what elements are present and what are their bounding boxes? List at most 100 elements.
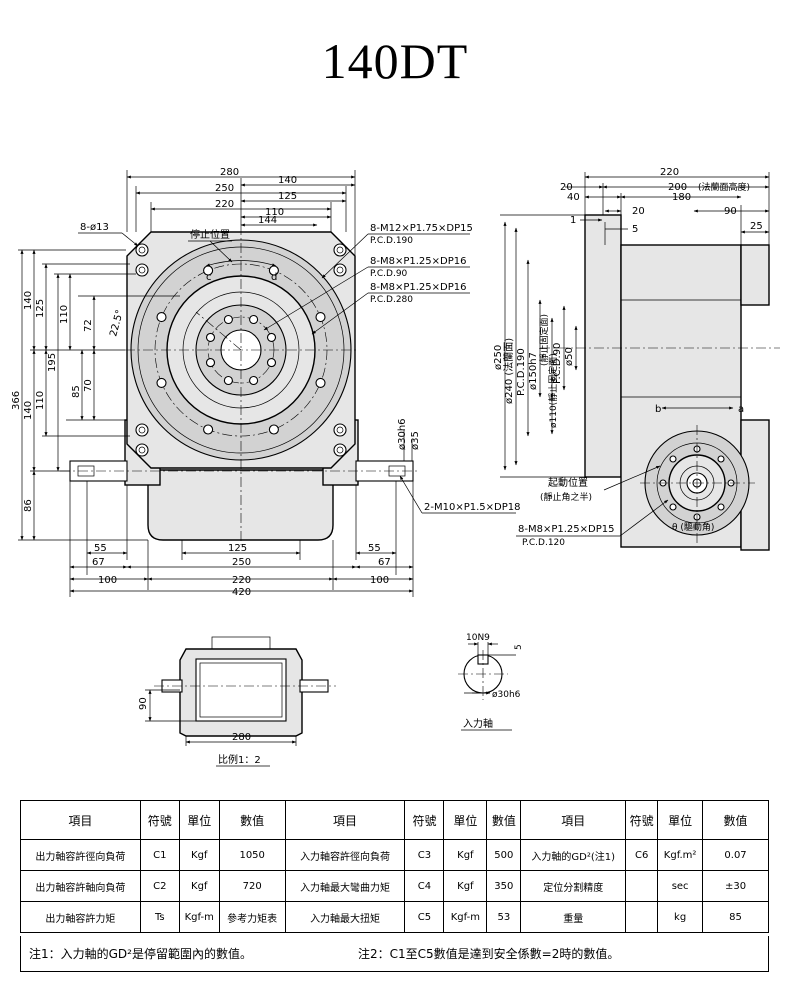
callout-2: 8-M8×P1.25×DP16 bbox=[370, 256, 466, 267]
drive-angle-label: θ (驅動角) bbox=[672, 521, 714, 533]
dim-left-125: 125 bbox=[35, 299, 46, 318]
dim-bottom-125: 125 bbox=[228, 543, 247, 554]
header-cell: 數值 bbox=[218, 800, 286, 840]
header-cell: 符號 bbox=[404, 800, 445, 840]
header-cell: 單位 bbox=[657, 800, 704, 840]
dim-bottom-55b: 55 bbox=[368, 543, 381, 554]
table-cell: 500 bbox=[486, 839, 522, 871]
table-cell: 0.07 bbox=[702, 839, 769, 871]
dim-left-72: 72 bbox=[83, 319, 94, 332]
stop-position-label: 停止位置 bbox=[190, 228, 230, 241]
side-dia-240: ø240 (法蘭面) bbox=[502, 338, 515, 404]
callout-2-pcd: P.C.D.90 bbox=[370, 269, 408, 279]
rotation-b-label: b bbox=[655, 404, 661, 415]
callout-1: 8-M12×P1.75×DP15 bbox=[370, 223, 473, 234]
dim-left-195: 195 bbox=[47, 353, 58, 372]
table-row: 出力軸容許徑向負荷 C1 Kgf 1050 入力軸容許徑向負荷 C3 Kgf 5… bbox=[20, 839, 769, 871]
angle-label: 22.5° bbox=[108, 309, 126, 338]
front-pedestal bbox=[147, 469, 334, 541]
input-shaft-dia-label: ø30h6 bbox=[492, 690, 521, 700]
dim-top-125: 125 bbox=[278, 191, 297, 202]
side-dim-20a: 20 bbox=[560, 182, 573, 193]
table-cell: C5 bbox=[404, 901, 445, 933]
input-shaft-label: 入力軸 bbox=[463, 717, 493, 730]
dim-left-110b: 110 bbox=[35, 391, 46, 410]
side-dim-flange-height: (法蘭面高度) bbox=[698, 181, 750, 193]
side-labels: 起動位置 (靜止角之半) 8-M8×P1.25×DP15 P.C.D.120 θ… bbox=[516, 465, 714, 548]
dim-left-140a: 140 bbox=[23, 291, 34, 310]
front-labels: 停止位置 8-ø13 22.5° 8-M12×P1.75×DP15 P.C.D.… bbox=[78, 222, 520, 514]
table-cell: Kgf bbox=[443, 870, 488, 902]
table-cell: 入力軸最大扭矩 bbox=[284, 901, 406, 933]
side-dims-vertical: ø250 ø240 (法蘭面) P.C.D.190 ø150h7 (靜止固定面)… bbox=[493, 214, 585, 478]
header-cell: 數值 bbox=[702, 800, 769, 840]
table-cell: 85 bbox=[702, 901, 769, 933]
side-tap-pcd: P.C.D.120 bbox=[522, 538, 565, 548]
dim-bottom-250: 250 bbox=[232, 557, 251, 568]
header-cell: 項目 bbox=[20, 800, 141, 840]
header-cell: 符號 bbox=[139, 800, 180, 840]
shaft-dia-35: ø35 bbox=[410, 431, 421, 450]
table-cell: 350 bbox=[486, 870, 522, 902]
input-shaft-detail: 10N9 5 ø30h6 入力軸 bbox=[458, 633, 524, 731]
rotation-d-label: d bbox=[271, 272, 277, 283]
callout-3-pcd: P.C.D.280 bbox=[370, 295, 413, 305]
dim-bottom-100b: 100 bbox=[370, 575, 389, 586]
table-cell: 出力軸容許徑向負荷 bbox=[20, 839, 141, 871]
side-dims-top: 220 20 200 (法蘭面高度) 40 180 20 90 1 5 25 bbox=[560, 167, 770, 245]
dim-left-110a: 110 bbox=[59, 305, 70, 324]
bottom-dim-90: 90 bbox=[138, 697, 149, 710]
note-2: 注2：C1至C5數值是達到安全係數=2時的數值。 bbox=[358, 947, 620, 961]
key-width-label: 10N9 bbox=[466, 633, 490, 643]
dim-bottom-100a: 100 bbox=[98, 575, 117, 586]
side-static-face-1: (靜止固定面) bbox=[538, 314, 550, 366]
side-dim-20b: 20 bbox=[632, 206, 645, 217]
key-depth-label: 5 bbox=[514, 644, 524, 650]
bottom-view: 90 280 比例1：2 bbox=[138, 636, 336, 767]
dim-top-144: 144 bbox=[258, 215, 277, 226]
table-cell: Kgf-m bbox=[178, 901, 220, 933]
table-row: 出力軸容許力矩 Ts Kgf-m 參考力矩表 入力軸最大扭矩 C5 Kgf-m … bbox=[20, 901, 769, 933]
side-dim-180: 180 bbox=[672, 192, 691, 203]
bolt-hole bbox=[249, 314, 259, 325]
table-cell: Kgf bbox=[178, 870, 220, 902]
side-dim-90: 90 bbox=[724, 206, 737, 217]
dim-left-70: 70 bbox=[83, 379, 94, 392]
header-cell: 項目 bbox=[284, 800, 406, 840]
dim-top-110: 110 bbox=[265, 207, 284, 218]
table-cell: 出力軸容許軸向負荷 bbox=[20, 870, 141, 902]
shaft-dia-30: ø30h6 bbox=[397, 418, 408, 450]
table-row: 出力軸容許軸向負荷 C2 Kgf 720 入力軸最大彎曲力矩 C4 Kgf 35… bbox=[20, 870, 769, 902]
table-cell: C1 bbox=[139, 839, 180, 871]
bolt-hole bbox=[156, 312, 167, 323]
table-cell: Ts bbox=[139, 901, 180, 933]
note-1: 注1：入力軸的GD²是停留範圍內的數值。 bbox=[29, 947, 252, 961]
dim-bottom-55a: 55 bbox=[94, 543, 107, 554]
bolt-hole bbox=[669, 503, 677, 511]
dim-left-85: 85 bbox=[71, 385, 82, 398]
dim-top-250: 250 bbox=[215, 183, 234, 194]
table-cell: C3 bbox=[404, 839, 445, 871]
bolt-hole bbox=[268, 424, 279, 435]
dim-left-366: 366 bbox=[11, 391, 22, 410]
dim-top-220: 220 bbox=[215, 199, 234, 210]
dim-top-280: 280 bbox=[220, 167, 239, 178]
bolt-hole bbox=[223, 375, 233, 386]
side-pcd-90: P.C.D.90 bbox=[552, 343, 563, 384]
side-dim-40: 40 bbox=[567, 192, 580, 203]
front-dims-left: 366 140 140 125 195 110 110 85 72 70 86 bbox=[11, 249, 180, 541]
callout-3: 8-M8×P1.25×DP16 bbox=[370, 282, 466, 293]
table-cell: Kgf-m bbox=[443, 901, 488, 933]
header-cell: 項目 bbox=[520, 800, 627, 840]
side-dim-5: 5 bbox=[632, 224, 638, 235]
bolt-hole bbox=[717, 455, 725, 463]
dim-bottom-220: 220 bbox=[232, 575, 251, 586]
table-cell: sec bbox=[657, 870, 704, 902]
dim-left-86: 86 bbox=[23, 499, 34, 512]
bolt-hole bbox=[203, 424, 214, 435]
dim-left-140b: 140 bbox=[23, 401, 34, 420]
technical-drawing: c d 280 140 250 125 220 110 144 停止位置 8-ø… bbox=[11, 167, 780, 767]
side-dia-110: ø110(靜止固定面) bbox=[547, 353, 559, 428]
table-cell: C4 bbox=[404, 870, 445, 902]
table-cell: ±30 bbox=[702, 870, 769, 902]
